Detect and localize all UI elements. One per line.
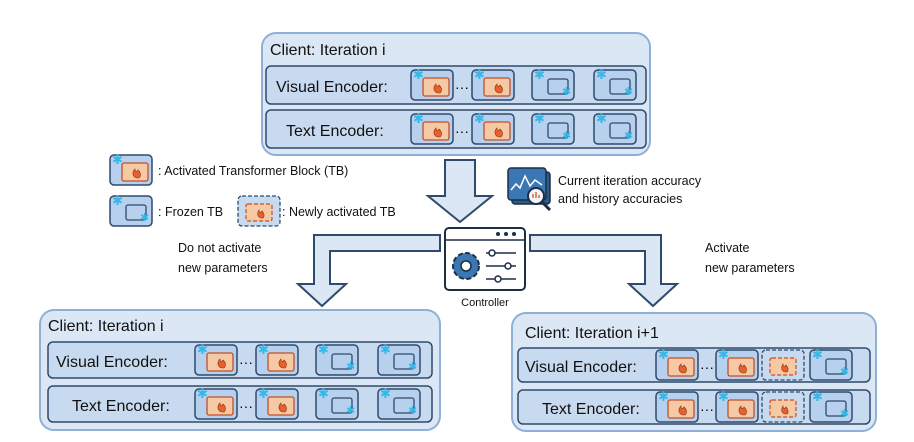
bottom-right-text-block-4 — [809, 389, 853, 423]
gear-icon — [452, 252, 480, 280]
bottom-right-text-block-new — [761, 391, 805, 423]
bottom-right-text-ellipsis: ··· — [700, 401, 714, 417]
left-branch-text-line2: new parameters — [178, 261, 268, 275]
legend-frozen-text: : Frozen TB — [158, 205, 223, 219]
bottom-right-text-block-2 — [715, 389, 759, 423]
sliders-icon — [486, 249, 516, 283]
bottom-left-text-block-1 — [194, 386, 238, 420]
top-visual-block-2 — [471, 67, 515, 101]
bottom-left-visual-block-2 — [255, 342, 299, 376]
bottom-left-visual-row: Visual Encoder: ··· — [47, 341, 433, 379]
bottom-left-text-block-3 — [315, 386, 359, 420]
bottom-right-visual-block-1 — [655, 347, 699, 381]
bottom-left-text-ellipsis: ··· — [239, 398, 253, 414]
right-branch-text-line2: new parameters — [705, 261, 795, 275]
bottom-right-visual-ellipsis: ··· — [700, 359, 714, 375]
legend-activated-text: : Activated Transformer Block (TB) — [158, 164, 348, 178]
controller — [444, 227, 526, 291]
bottom-left-visual-block-3 — [315, 342, 359, 376]
top-text-block-1 — [410, 111, 454, 145]
top-text-block-3 — [531, 111, 575, 145]
top-visual-block-3 — [531, 67, 575, 101]
right-branch-arrow — [529, 234, 680, 308]
top-text-label: Text Encoder: — [286, 123, 384, 140]
accuracy-text-line1: Current iteration accuracy — [558, 174, 702, 188]
top-visual-block-1 — [410, 67, 454, 101]
bottom-left-text-block-2 — [255, 386, 299, 420]
bottom-left-panel-title: Client: Iteration i — [48, 318, 164, 335]
legend-new-text: : Newly activated TB — [282, 205, 396, 219]
top-client-panel: Client: Iteration i Visual Encoder: ··· … — [261, 32, 651, 156]
right-branch-text-line1: Activate — [705, 241, 750, 255]
top-visual-ellipsis: ··· — [455, 79, 469, 95]
top-visual-block-4 — [593, 67, 637, 101]
controller-label: Controller — [461, 297, 509, 309]
bottom-right-panel-title: Client: Iteration i+1 — [525, 325, 659, 342]
top-text-ellipsis: ··· — [455, 123, 469, 139]
bottom-right-text-label: Text Encoder: — [542, 401, 640, 418]
legend-new-block — [237, 195, 281, 227]
legend: : Activated Transformer Block (TB) : Fro… — [109, 152, 396, 227]
bottom-right-visual-block-new — [761, 349, 805, 381]
left-branch-arrow — [295, 234, 441, 308]
bottom-right-text-block-1 — [655, 389, 699, 423]
top-panel-title: Client: Iteration i — [270, 42, 386, 59]
accuracy-text-line2: and history accuracies — [558, 192, 682, 206]
down-arrow — [425, 159, 495, 224]
top-text-row: Text Encoder: ··· — [265, 109, 647, 149]
bottom-left-visual-ellipsis: ··· — [239, 354, 253, 370]
bottom-right-client-panel: Client: Iteration i+1 Visual Encoder: ··… — [511, 312, 877, 432]
bottom-right-text-row: Text Encoder: ··· — [517, 389, 871, 425]
bottom-left-client-panel: Client: Iteration i Visual Encoder: ··· … — [39, 309, 441, 431]
bottom-left-text-label: Text Encoder: — [72, 398, 170, 415]
bottom-right-visual-label: Visual Encoder: — [525, 359, 637, 376]
top-text-block-4 — [593, 111, 637, 145]
legend-activated-block — [109, 152, 153, 186]
bottom-right-visual-row: Visual Encoder: ··· — [517, 347, 871, 383]
top-text-block-2 — [471, 111, 515, 145]
bottom-right-visual-block-2 — [715, 347, 759, 381]
bottom-left-visual-block-4 — [377, 342, 421, 376]
legend-frozen-block — [109, 193, 153, 227]
top-visual-label: Visual Encoder: — [276, 79, 388, 96]
bottom-left-visual-label: Visual Encoder: — [56, 354, 168, 371]
top-visual-row: Visual Encoder: ··· — [265, 65, 647, 105]
accuracy-chart-icon — [507, 167, 552, 212]
left-branch-text-line1: Do not activate — [178, 241, 261, 255]
bottom-right-visual-block-4 — [809, 347, 853, 381]
bottom-left-text-row: Text Encoder: ··· — [47, 385, 433, 423]
bottom-left-text-block-4 — [377, 386, 421, 420]
bottom-left-visual-block-1 — [194, 342, 238, 376]
